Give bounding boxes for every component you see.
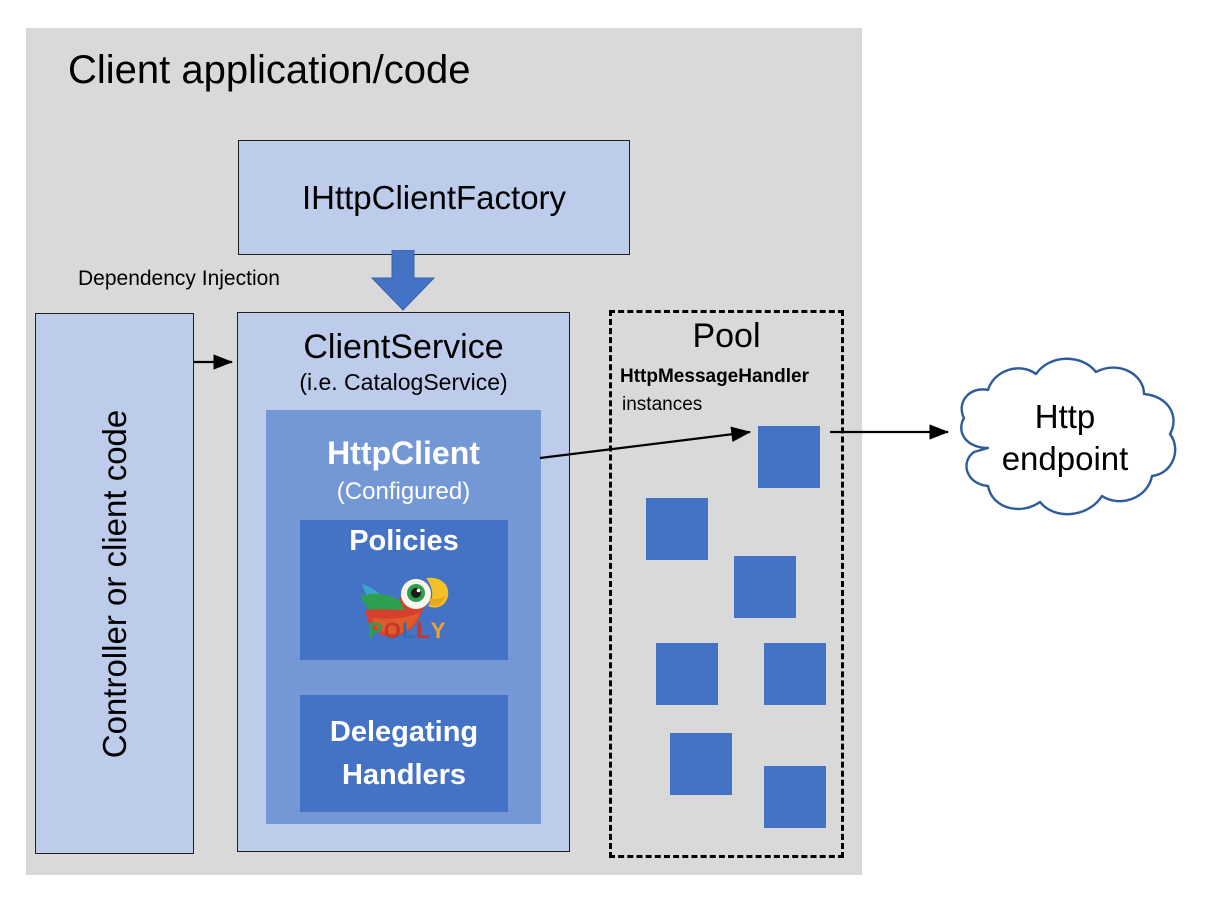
polly-wordmark-letter: L [401, 618, 416, 643]
pool-title: Pool [692, 317, 761, 355]
delegating-handlers-line1: Delegating [329, 716, 479, 749]
http-client-title: HttpClient [327, 435, 480, 471]
handler-instance-1 [758, 426, 820, 488]
arrow-httpclient-to-pool [539, 426, 752, 460]
down-block-arrow-icon [368, 249, 438, 312]
polly-wordmark-letter: P [368, 618, 383, 643]
client-service-box: ClientService (i.e. CatalogService) Http… [237, 312, 570, 852]
http-endpoint-cloud: Http endpoint [930, 352, 1200, 532]
policies-box: Policies [300, 520, 508, 660]
http-client-box: HttpClient (Configured) Policies [266, 410, 541, 824]
pool-box: Pool HttpMessageHandler instances [609, 310, 844, 858]
http-endpoint-label: Http endpoint [930, 396, 1200, 480]
delegating-handlers-line2: Handlers [341, 758, 467, 791]
http-endpoint-line1: Http [1034, 398, 1096, 435]
polly-wordmark-letter: Y [430, 618, 446, 643]
handler-instance-4 [656, 643, 718, 705]
handler-instance-7 [764, 766, 826, 828]
client-service-subtitle: (i.e. CatalogService) [299, 369, 508, 395]
policies-title: Policies [349, 525, 459, 557]
http-client-subtitle: (Configured) [336, 478, 471, 505]
delegating-handlers-box: Delegating Handlers [300, 695, 508, 812]
pool-subtitle-bold: HttpMessageHandler [620, 366, 809, 387]
polly-wordmark-letter: L [416, 618, 430, 643]
pool-subtitle-regular: instances [622, 394, 703, 415]
ihttpclientfactory-box: IHttpClientFactory [238, 140, 630, 255]
http-endpoint-line2: endpoint [1001, 440, 1129, 478]
polly-wordmark-letter: O [383, 618, 401, 643]
handler-instance-5 [764, 643, 826, 705]
dependency-injection-label: Dependency Injection [78, 267, 280, 290]
page-title: Client application/code [68, 48, 471, 92]
ihttpclientfactory-label: IHttpClientFactory [301, 178, 567, 216]
client-service-title: ClientService [303, 328, 504, 366]
handler-instance-6 [670, 733, 732, 795]
handler-instance-2 [646, 498, 708, 560]
handler-instance-3 [734, 556, 796, 618]
controller-or-client-code-box: Controller or client code [35, 313, 194, 854]
